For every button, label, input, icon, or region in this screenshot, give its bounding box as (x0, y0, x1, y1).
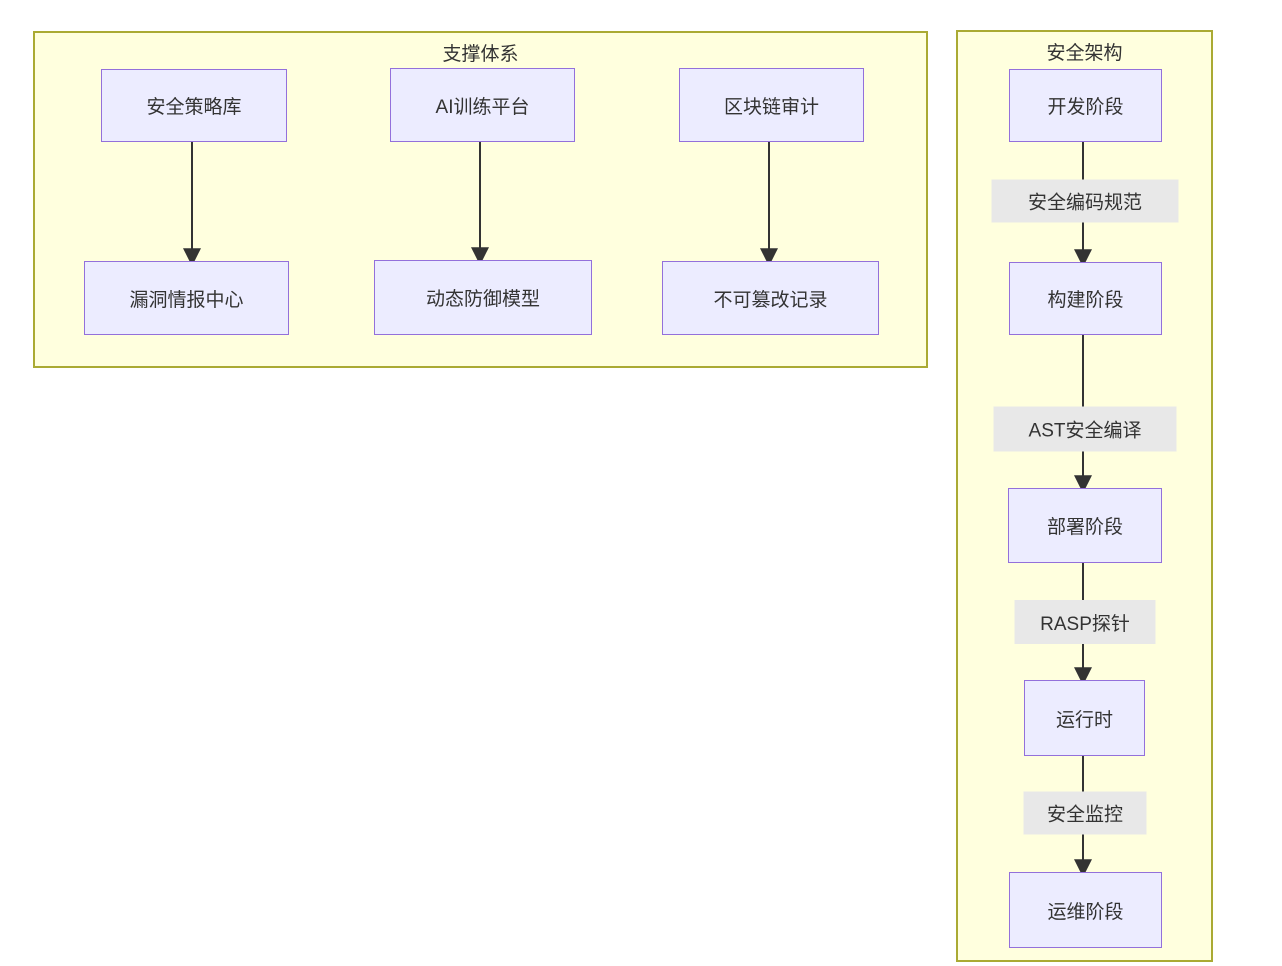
node-dynamic-defense-model: 动态防御模型 (374, 260, 592, 335)
cluster-support-system: 支撑体系 安全策略库 AI训练平台 区块链审计 漏洞情报中心 动态防御模型 不可… (33, 31, 928, 368)
node-security-policy-repo: 安全策略库 (101, 69, 287, 142)
cluster-security-architecture: 安全架构 开发阶段 构建阶段 部署阶段 运行时 运维阶段 安全编码规范 AST安… (956, 30, 1213, 962)
edge-label-secure-coding-standard: 安全编码规范 (991, 179, 1179, 223)
edge-label-ast-secure-compile: AST安全编译 (993, 406, 1177, 452)
edge-label-security-monitoring: 安全监控 (1023, 791, 1147, 835)
cluster-title-security-architecture: 安全架构 (1046, 43, 1123, 64)
node-runtime-stage: 运行时 (1024, 680, 1145, 756)
node-ai-training-platform: AI训练平台 (390, 68, 575, 142)
edge-label-rasp-probe: RASP探针 (1014, 600, 1156, 644)
node-build-stage: 构建阶段 (1009, 262, 1162, 335)
node-dev-stage: 开发阶段 (1009, 69, 1162, 142)
cluster-title-support-system: 支撑体系 (442, 44, 519, 65)
node-ops-stage: 运维阶段 (1009, 872, 1162, 948)
node-immutable-records: 不可篡改记录 (662, 261, 879, 335)
node-blockchain-audit: 区块链审计 (679, 68, 864, 142)
node-deploy-stage: 部署阶段 (1008, 488, 1162, 563)
node-vuln-intel-center: 漏洞情报中心 (84, 261, 289, 335)
